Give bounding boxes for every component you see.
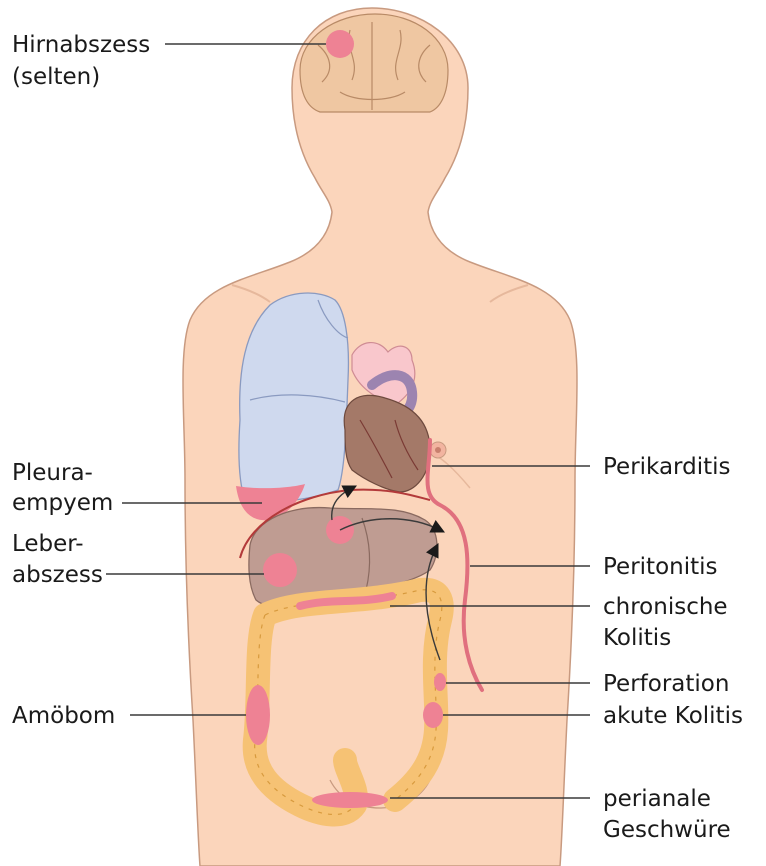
label-perikarditis: Perikarditis (603, 454, 731, 480)
acute-colitis-lesion (423, 702, 443, 728)
label-peritonitis: Peritonitis (603, 554, 718, 580)
label-chronische-kolitis: chronische Kolitis (603, 594, 735, 651)
brain-abscess-lesion (326, 30, 354, 58)
label-pleuraempyem: Pleura- empyem (12, 460, 113, 516)
label-perianale-geschwuere: perianale Geschwüre (603, 786, 731, 843)
label-hirnabszess: Hirnabszess (selten) (12, 32, 158, 90)
perforation-lesion (434, 673, 446, 691)
label-akute-kolitis: akute Kolitis (603, 703, 743, 729)
amoeboma-lesion (246, 685, 270, 745)
liver-abscess-lesion (263, 553, 297, 587)
lung (239, 293, 349, 502)
perianal-ulcer-lesion (312, 792, 388, 808)
label-amoebom: Amöbom (12, 703, 115, 729)
label-leberabszess: Leber- abszess (12, 531, 103, 588)
label-perforation: Perforation (603, 671, 729, 697)
